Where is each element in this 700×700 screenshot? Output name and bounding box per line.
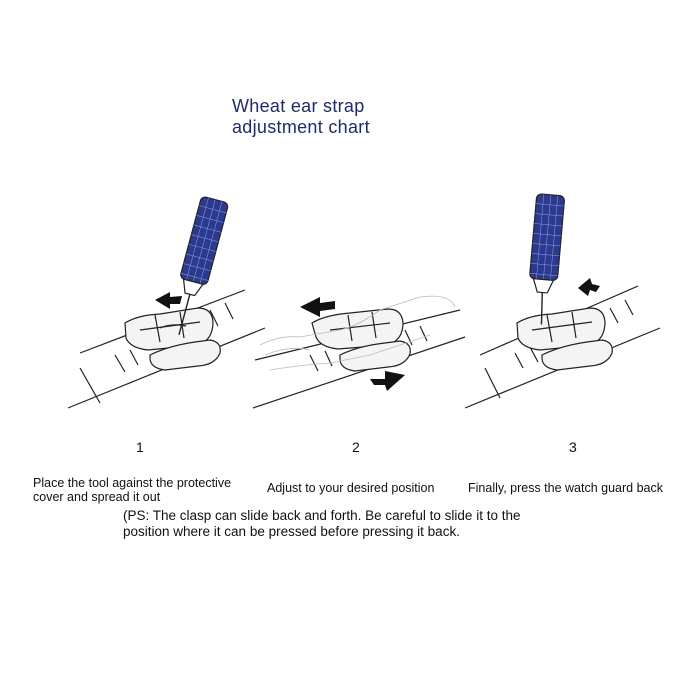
step-1-number: 1 [136, 439, 144, 455]
step-1-diagram [67, 196, 266, 409]
title-line-1: Wheat ear strap [232, 96, 365, 116]
step-3-diagram [464, 193, 661, 409]
step-1-caption: Place the tool against the protective co… [33, 476, 231, 504]
step-3-number: 3 [569, 439, 577, 455]
step-2-caption-line-1: Adjust to your desired position [267, 481, 435, 495]
step-3-caption-line-1: Finally, press the watch guard back [468, 481, 664, 495]
step-2-number: 2 [352, 439, 360, 455]
chart-title: Wheat ear strap adjustment chart [232, 96, 370, 138]
note: (PS: The clasp can slide back and forth.… [123, 508, 520, 540]
step-2-diagram [252, 295, 466, 409]
title-line-2: adjustment chart [232, 117, 370, 137]
step-1-caption-line-1: Place the tool against the protective [33, 476, 232, 490]
step-3-caption: Finally, press the watch guard back [468, 481, 663, 495]
step-2-caption: Adjust to your desired position [267, 481, 434, 495]
step-1-caption-line-2: cover and spread it out [33, 490, 161, 504]
note-line-1: (PS: The clasp can slide back and forth.… [123, 508, 521, 523]
note-line-2: position where it can be pressed before … [123, 524, 460, 539]
